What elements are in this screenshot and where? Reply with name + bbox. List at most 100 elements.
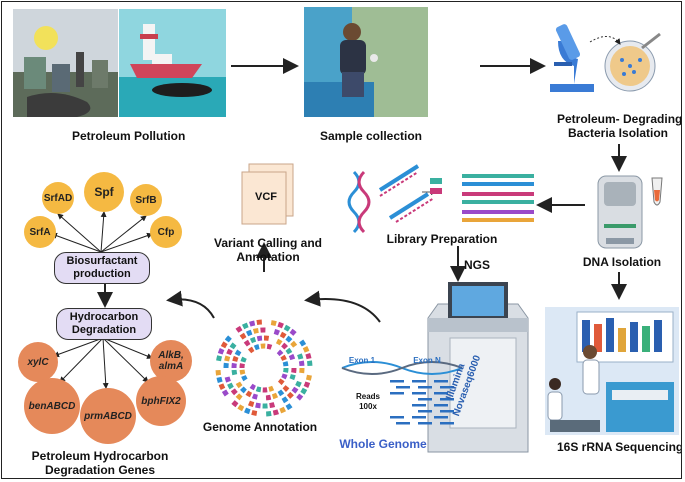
genome-segment xyxy=(230,388,238,396)
sample-collection-label: Sample collection xyxy=(319,129,423,143)
genome-segment xyxy=(235,393,243,401)
spoke-arrow xyxy=(100,211,107,253)
genome-segment xyxy=(276,349,284,357)
genome-segment xyxy=(268,385,275,392)
genome-segment xyxy=(291,386,299,394)
exon1-label: Exon 1 xyxy=(348,356,376,365)
gene-alkb-line1: AlkB, xyxy=(158,350,184,361)
pollution-illustration xyxy=(13,9,226,117)
genome-segment xyxy=(277,321,284,329)
spoke-arrow xyxy=(57,213,102,253)
circular-genome-plot xyxy=(215,319,313,417)
variant-calling-line2: Annotation xyxy=(236,250,300,264)
sequencing-16s-label: 16S rRNA Sequencing xyxy=(557,440,682,454)
hydrocarbon-degradation-box: Hydrocarbon Degradation xyxy=(56,308,152,340)
genome-segment xyxy=(289,374,296,381)
genome-segment xyxy=(216,355,223,362)
gene-xylc: xylC xyxy=(18,342,58,382)
genome-segment xyxy=(277,389,285,397)
degradation-genes-line1: Petroleum Hydrocarbon xyxy=(31,449,169,463)
read-bar xyxy=(396,422,410,425)
read-bar xyxy=(440,398,454,401)
genome-segment xyxy=(282,385,290,392)
spoke-arrow xyxy=(51,232,102,253)
genome-segment xyxy=(217,348,225,355)
gene-cfp: Cfp xyxy=(150,216,182,248)
read-bar xyxy=(396,386,410,389)
genome-segment xyxy=(216,376,223,383)
genome-segment xyxy=(247,346,255,354)
read-bar xyxy=(434,380,448,383)
genome-segment xyxy=(235,325,243,333)
spoke-arrow xyxy=(102,337,109,389)
degradation-genes-line2: Degradation Genes xyxy=(44,463,156,477)
gene-srfb: SrfB xyxy=(130,184,162,216)
read-bar xyxy=(440,386,454,389)
genome-segment xyxy=(305,353,312,360)
genome-segment xyxy=(215,370,222,376)
genome-segment xyxy=(286,391,294,399)
genome-segment xyxy=(272,409,279,416)
genome-segment xyxy=(255,402,261,409)
genome-segment xyxy=(251,409,258,416)
read-bar xyxy=(434,404,448,407)
gene-bphfix2: bphFIX2 xyxy=(136,376,186,426)
genome-segment xyxy=(265,394,272,401)
read-bar xyxy=(418,386,432,389)
genome-segment xyxy=(229,342,237,350)
genome-segment xyxy=(280,354,287,361)
genome-segment xyxy=(252,327,259,334)
genome-segment xyxy=(240,356,247,363)
reads-line1: Reads xyxy=(355,392,380,401)
read-bar xyxy=(412,392,426,395)
lab-illustration xyxy=(545,307,679,435)
library-preparation-label: Library Preparation xyxy=(386,232,498,246)
genome-segment xyxy=(288,353,296,361)
vcf-document-icon xyxy=(241,163,294,225)
bacteria-isolation-label: Petroleum- Degrading Bacteria Isolation xyxy=(557,112,681,140)
genome-segment xyxy=(279,331,287,339)
genome-segment xyxy=(266,343,273,350)
genome-segment xyxy=(243,339,251,347)
whole-genome-label: Whole Genome xyxy=(339,437,427,451)
genome-segment xyxy=(296,393,304,401)
flow-arrows xyxy=(97,58,627,323)
petroleum-pollution-label: Petroleum Pollution xyxy=(72,129,186,143)
sequencer-machine xyxy=(427,282,529,453)
genome-segment xyxy=(266,410,272,417)
genome-segment xyxy=(231,400,239,408)
biosurfactant-line2: production xyxy=(73,268,131,280)
reads-label: Reads 100x xyxy=(348,392,388,412)
genome-segment xyxy=(271,392,279,400)
genome-segment xyxy=(235,381,243,389)
genome-segment xyxy=(281,342,288,350)
genome-segment xyxy=(237,404,245,412)
library-dna-illustration xyxy=(347,164,534,234)
genome-segment xyxy=(245,329,253,337)
genome-segment xyxy=(239,369,246,375)
genome-segment xyxy=(220,341,228,349)
centrifuge-illustration xyxy=(597,175,663,249)
genome-segment xyxy=(224,335,232,343)
read-bar xyxy=(434,416,448,419)
genome-segment xyxy=(279,406,287,414)
gene-srfad: SrfAD xyxy=(42,182,74,214)
hydrocarbon-line1: Hydrocarbon xyxy=(69,311,139,323)
spoke-arrow xyxy=(59,337,104,383)
whole-genome-illustration xyxy=(341,361,463,425)
read-bar xyxy=(418,398,432,401)
genome-segment xyxy=(221,389,229,397)
variant-calling-line1: Variant Calling and xyxy=(213,236,323,250)
read-bar xyxy=(390,380,404,383)
genome-segment xyxy=(239,332,247,340)
genome-segment xyxy=(249,336,257,344)
genome-segment xyxy=(244,407,251,415)
genome-segment xyxy=(256,335,263,342)
genome-segment xyxy=(298,360,305,367)
genome-segment xyxy=(251,393,258,400)
genome-segment xyxy=(290,340,298,348)
read-bar xyxy=(412,380,426,383)
genome-segment xyxy=(270,320,277,327)
read-bar xyxy=(390,416,404,419)
